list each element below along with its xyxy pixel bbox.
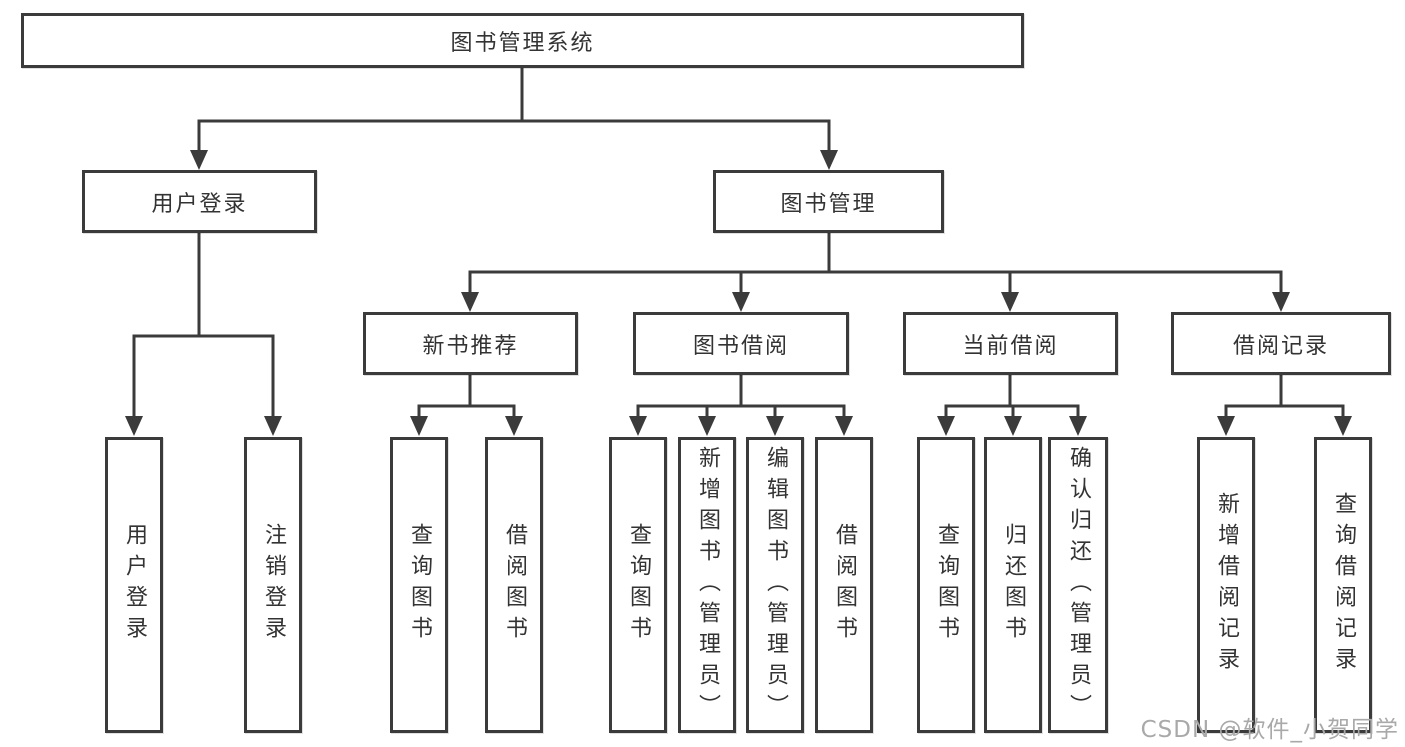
leaf-label: 查询图书 <box>934 523 959 647</box>
leaf-cb-query-books: 查询图书 <box>917 437 975 733</box>
leaf-logout: 注销登录 <box>244 437 302 733</box>
leaf-label: 查询图书 <box>626 523 651 647</box>
node-book-management: 图书管理 <box>713 170 944 233</box>
leaf-br-add-borrow-record: 新增借阅记录 <box>1197 437 1255 733</box>
leaf-nb-borrow-books: 借阅图书 <box>485 437 543 733</box>
node-user-login: 用户登录 <box>82 170 317 233</box>
node-label: 借阅记录 <box>1232 333 1329 359</box>
node-label: 当前借阅 <box>962 333 1059 359</box>
node-library-management-system: 图书管理系统 <box>21 13 1024 68</box>
leaf-user-login: 用户登录 <box>105 437 163 733</box>
leaf-label: 借阅图书 <box>502 523 527 647</box>
node-label: 图书管理系统 <box>450 30 595 56</box>
leaf-label: 用户登录 <box>122 523 147 647</box>
node-label: 图书管理 <box>780 191 877 217</box>
leaf-cb-confirm-return-admin: 确认归还（管理员） <box>1048 437 1108 733</box>
node-label: 图书借阅 <box>692 333 789 359</box>
leaf-label: 新增图书（管理员） <box>695 445 720 725</box>
node-borrowing-records: 借阅记录 <box>1171 312 1391 375</box>
leaf-bb-edit-books-admin: 编辑图书（管理员） <box>746 437 804 733</box>
node-current-borrowing: 当前借阅 <box>903 312 1118 375</box>
leaf-label: 借阅图书 <box>832 523 857 647</box>
leaf-label: 确认归还（管理员） <box>1066 445 1091 725</box>
leaf-label: 编辑图书（管理员） <box>763 445 788 725</box>
node-label: 用户登录 <box>151 191 248 217</box>
leaf-nb-query-books: 查询图书 <box>390 437 448 733</box>
node-book-borrowing: 图书借阅 <box>633 312 849 375</box>
node-label: 新书推荐 <box>422 333 519 359</box>
leaf-br-query-borrow-record: 查询借阅记录 <box>1314 437 1372 733</box>
leaf-bb-add-books-admin: 新增图书（管理员） <box>678 437 736 733</box>
leaf-bb-query-books: 查询图书 <box>609 437 667 733</box>
watermark: CSDN @软件_小贺同学 <box>1140 717 1399 743</box>
leaf-label: 注销登录 <box>261 523 286 647</box>
leaf-label: 新增借阅记录 <box>1214 492 1239 678</box>
leaf-label: 查询借阅记录 <box>1331 492 1356 678</box>
leaf-bb-borrow-books: 借阅图书 <box>815 437 873 733</box>
node-new-book-recommendation: 新书推荐 <box>363 312 578 375</box>
leaf-cb-return-books: 归还图书 <box>984 437 1042 733</box>
leaf-label: 查询图书 <box>407 523 432 647</box>
leaf-label: 归还图书 <box>1001 523 1026 647</box>
